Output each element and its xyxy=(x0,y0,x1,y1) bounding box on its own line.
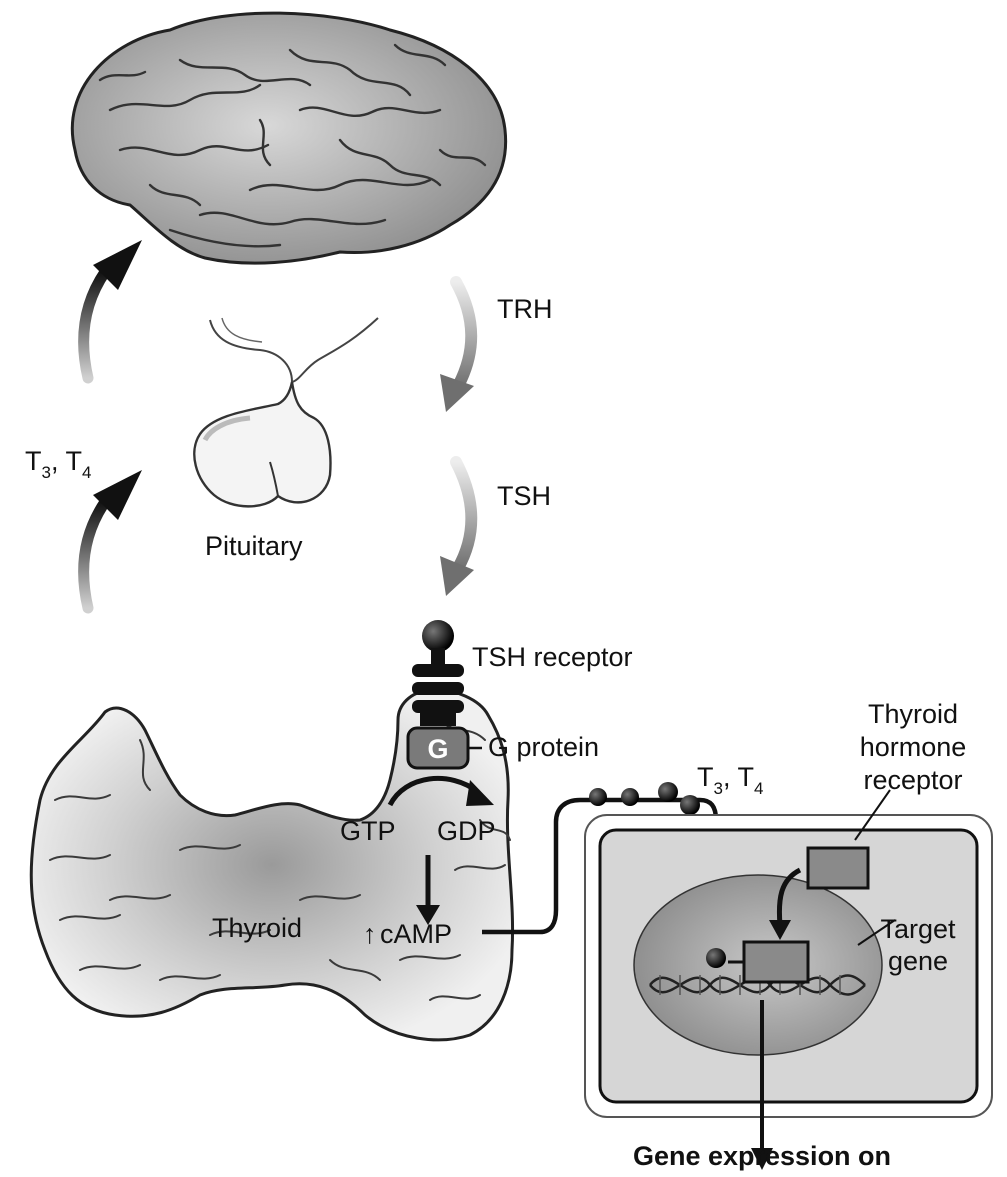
thyroid-hormone-receptor-label-line1: Thyroid xyxy=(868,699,958,729)
feedback-arrow-upper xyxy=(84,240,142,378)
camp-increase-arrow: ↑ xyxy=(363,919,377,949)
camp-label: cAMP xyxy=(380,919,452,949)
thyroid-hormone-receptor-label-line2: hormone xyxy=(860,732,967,762)
pituitary-label: Pituitary xyxy=(205,531,303,561)
thyroid-label: Thyroid xyxy=(212,913,302,943)
thyroid-hormone-receptor-label-line3: receptor xyxy=(863,765,962,795)
tsh-receptor-illustration xyxy=(412,620,464,726)
trh-label: TRH xyxy=(497,294,553,324)
target-cell-illustration xyxy=(585,790,992,1170)
g-protein-label: G protein xyxy=(488,732,599,762)
gtp-label: GTP xyxy=(340,816,396,846)
pituitary-illustration xyxy=(194,318,378,506)
brain-illustration xyxy=(72,13,505,263)
trh-arrow xyxy=(440,282,474,412)
target-gene-label-line2: gene xyxy=(888,946,948,976)
tsh-receptor-label: TSH receptor xyxy=(472,642,633,672)
tsh-arrow xyxy=(440,462,474,596)
tsh-label: TSH xyxy=(497,481,551,511)
t3-t4-left-label: T3, T4 xyxy=(25,446,91,482)
t3-t4-right-label: T3, T4 xyxy=(697,762,763,798)
target-gene-label-line1: Target xyxy=(880,914,956,944)
gene-expression-label: Gene expression on xyxy=(633,1141,891,1171)
feedback-arrow-lower xyxy=(84,470,142,608)
gdp-label: GDP xyxy=(437,816,496,846)
g-protein-letter: G xyxy=(427,734,448,764)
